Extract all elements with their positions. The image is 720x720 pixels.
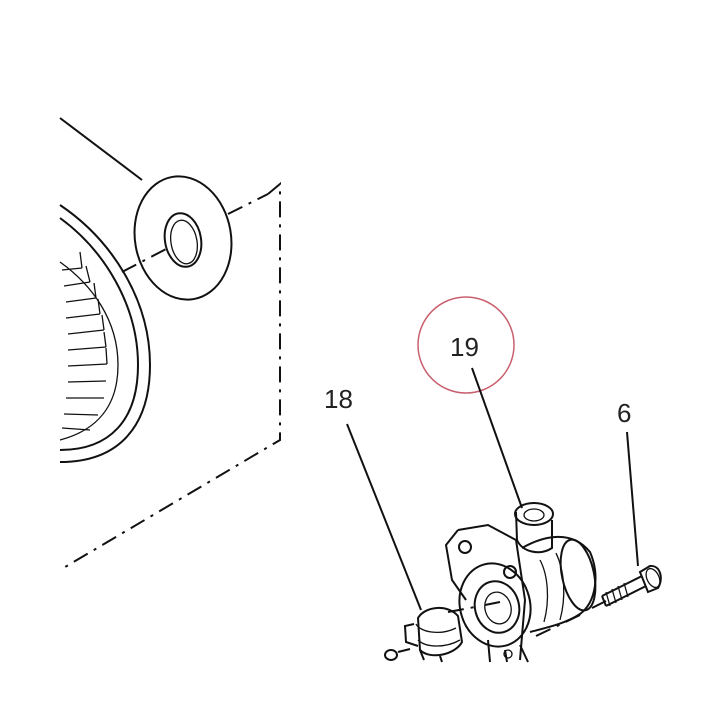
washer [133, 175, 233, 301]
coupling-axis-line [397, 648, 411, 653]
assembly-boundary-dashed [59, 181, 281, 571]
callout-label-18: 18 [324, 384, 353, 414]
leader-line-18 [346, 423, 422, 611]
coupling-part-18 [403, 607, 464, 663]
washer-axis-line [121, 193, 269, 273]
leader-line-6 [626, 431, 639, 567]
bolt-part-6 [601, 564, 662, 607]
small-washer [384, 649, 398, 661]
leader-line-left-part [59, 117, 143, 181]
valve-body-part-19 [444, 502, 597, 663]
spline-teeth [61, 251, 108, 431]
callout-label-6: 6 [617, 398, 631, 428]
highlight-ring-19 [417, 296, 515, 394]
callout-label-19: 19 [450, 332, 479, 362]
gear-housing [59, 204, 152, 463]
leader-line-19 [471, 367, 523, 509]
